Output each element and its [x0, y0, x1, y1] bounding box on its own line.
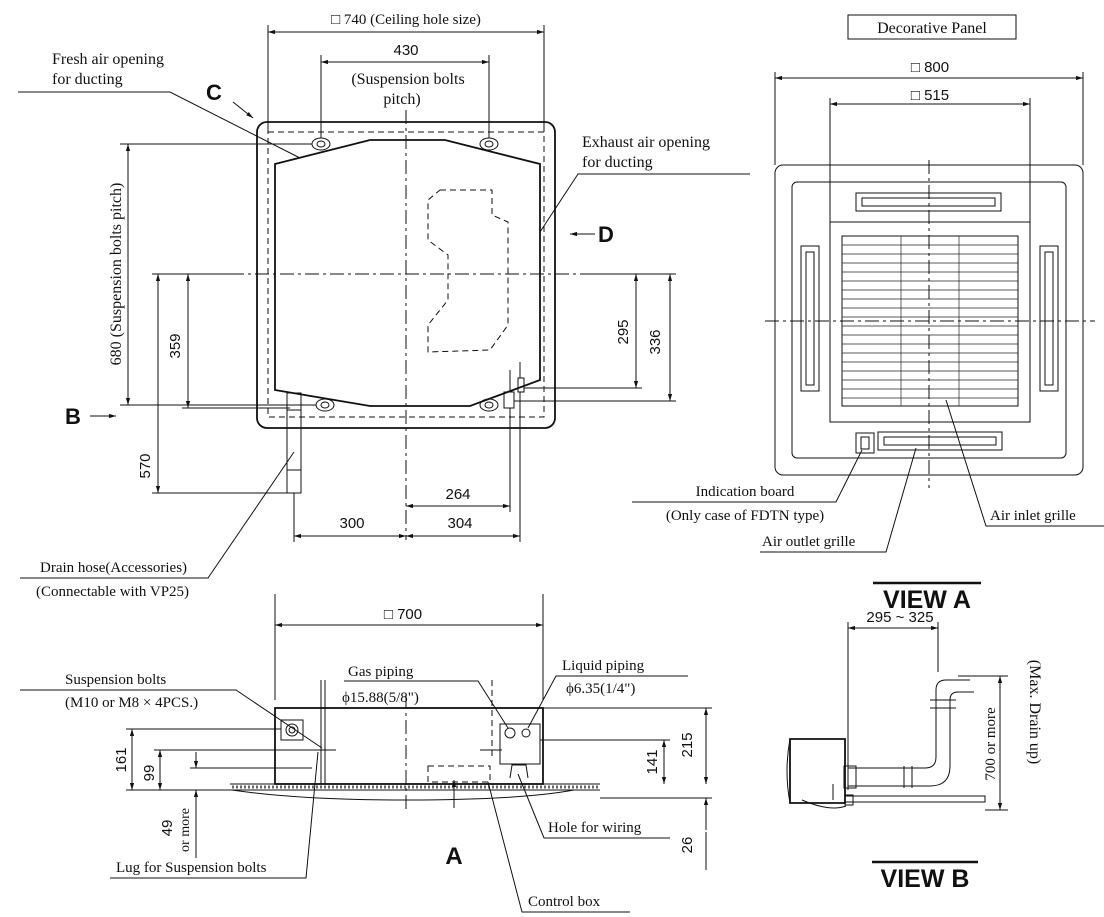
dim-161: 161	[113, 747, 130, 772]
decorative-panel-label: Decorative Panel	[877, 20, 987, 37]
view-a-title: VIEW A	[883, 586, 971, 614]
dim-359: 359	[167, 333, 184, 358]
suspension-lug-bl	[315, 398, 335, 412]
marker-a: A	[445, 843, 462, 870]
ceiling-hole-dim: □ 740 (Ceiling hole size)	[331, 12, 481, 28]
grille-lines	[842, 236, 1018, 406]
air-inlet-label: Air inlet grille	[990, 508, 1076, 524]
liquid-piping-label-2: ϕ6.35(1/4")	[566, 681, 635, 697]
suspension-lug-tr	[479, 137, 499, 151]
suspension-lug-tl	[311, 137, 331, 151]
control-box-label: Control box	[528, 894, 601, 910]
decorative-panel-box	[847, 14, 1017, 40]
dim-570: 570	[137, 453, 154, 478]
view-b-dim-700: 700 or more	[983, 707, 999, 781]
susp-bolts-leader	[20, 689, 323, 749]
dim-700-side: □ 700	[384, 606, 422, 623]
fresh-air-label-2: for ducting	[52, 71, 123, 88]
lug-leader	[110, 751, 319, 879]
marker-d: D	[598, 222, 614, 247]
unit-body	[274, 139, 541, 407]
control-box-leader	[487, 781, 630, 913]
air-outlet-left	[800, 245, 820, 392]
exhaust-air-label-2: for ducting	[582, 154, 653, 171]
view-a: Decorative Panel □ 800 □ 515	[632, 14, 1104, 614]
bolt-pitch-h-value: 430	[393, 42, 418, 59]
fresh-air-label-1: Fresh air opening	[52, 51, 164, 68]
fresh-air-leader	[18, 91, 301, 159]
side-view: □ 700 Suspension bolts (M10 or M8 × 4PCS…	[20, 594, 712, 913]
dim-26: 26	[679, 837, 696, 854]
panel-inner	[791, 181, 1067, 459]
air-inlet-leader	[945, 399, 1104, 527]
dim-800: □ 800	[911, 59, 949, 76]
lug-label: Lug for Suspension bolts	[116, 860, 267, 876]
drain-hose-label-2: (Connectable with VP25)	[36, 584, 189, 600]
hole-wiring-leader	[517, 773, 670, 839]
exhaust-opening-outline	[427, 189, 509, 353]
dim-304: 304	[447, 515, 472, 532]
gas-piping-label-1: Gas piping	[348, 664, 414, 680]
side-panel-curve	[231, 789, 575, 801]
air-inlet-frame	[829, 221, 1031, 423]
hole-wiring-label: Hole for wiring	[548, 820, 642, 836]
liquid-piping-label-1: Liquid piping	[562, 658, 645, 674]
susp-bolts-label-1: Suspension bolts	[65, 672, 166, 688]
dim-141: 141	[644, 749, 661, 774]
indication-board-leader	[632, 449, 863, 503]
suspension-lug-br	[479, 398, 499, 412]
dim-295: 295	[615, 319, 632, 344]
exhaust-air-label-1: Exhaust air opening	[582, 134, 710, 151]
drain-hose-leader	[20, 451, 295, 579]
liquid-piping-leader	[527, 675, 688, 729]
indication-board-label-1: Indication board	[696, 484, 795, 500]
gas-piping-leader	[344, 680, 509, 729]
view-b-dim-range: 295 ~ 325	[866, 609, 933, 626]
view-b-title: VIEW B	[881, 865, 970, 893]
view-b-body	[789, 738, 846, 804]
dim-300: 300	[339, 515, 364, 532]
dim-215: 215	[679, 732, 696, 757]
air-outlet-label: Air outlet grille	[762, 534, 856, 550]
marker-c: C	[206, 80, 222, 105]
drain-hose-label-1: Drain hose(Accessories)	[40, 560, 187, 576]
indication-board-label-2: (Only case of FDTN type)	[666, 508, 824, 524]
dim-515: □ 515	[911, 87, 949, 104]
view-b-drain-pipe	[843, 679, 974, 789]
top-view: □ 740 (Ceiling hole size) 430 (Suspensio…	[18, 12, 750, 600]
view-b-ceiling	[844, 795, 986, 803]
view-b: 295 ~ 325 700 or more (Max. Drain up) VI…	[786, 609, 1043, 893]
exhaust-leader	[539, 173, 750, 233]
gas-pipe-stub	[503, 391, 515, 409]
air-outlet-leader	[760, 447, 917, 553]
gas-pipe-end	[504, 727, 516, 739]
marker-b: B	[65, 404, 81, 429]
view-b-drain-up: (Max. Drain up)	[1026, 660, 1043, 764]
bolt-pitch-h-text2: pitch)	[383, 91, 420, 108]
control-box-outline	[427, 765, 491, 783]
dim-264: 264	[445, 486, 470, 503]
dim-49-or-more: or more	[178, 808, 193, 852]
bolt-pitch-h-text: (Suspension bolts	[351, 71, 464, 88]
dim-336: 336	[647, 329, 664, 354]
bolt-pitch-v: 680 (Suspension bolts pitch)	[108, 183, 125, 366]
susp-bolts-label-2: (M10 or M8 × 4PCS.)	[65, 695, 198, 711]
liquid-pipe-end	[521, 728, 531, 738]
dim-49: 49	[159, 820, 176, 837]
air-outlet-bottom	[877, 431, 1003, 451]
gas-piping-label-2: ϕ15.88(5/8")	[342, 690, 419, 706]
air-outlet-right	[1039, 245, 1059, 392]
liquid-pipe-stub	[517, 377, 525, 393]
indication-board	[855, 432, 875, 454]
dim-99: 99	[141, 765, 158, 782]
